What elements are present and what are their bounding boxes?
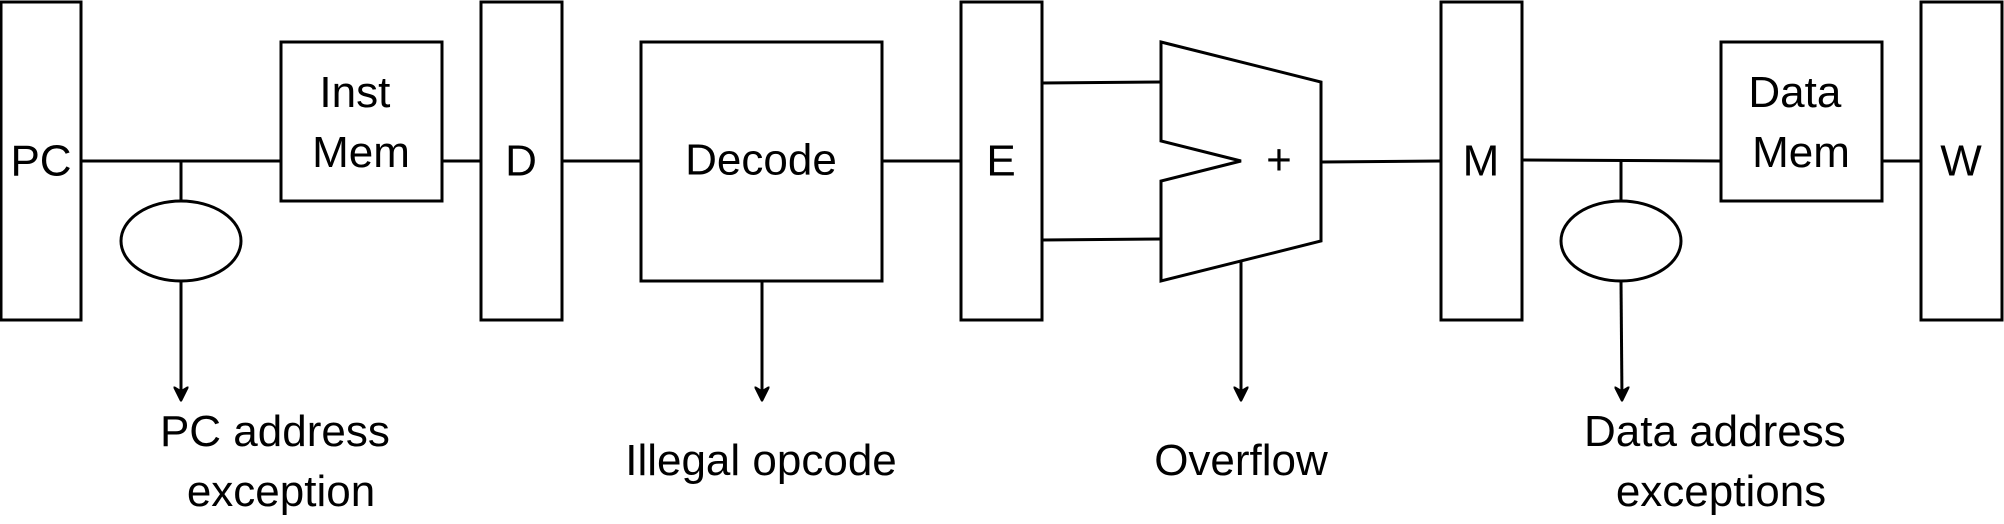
decode-block: Decode: [639, 40, 884, 283]
w-register: W: [1919, 0, 2004, 322]
m-register-label: M: [1463, 137, 1500, 186]
w-register-label: W: [1940, 137, 1982, 186]
data-mem-label-line2: Mem: [1752, 128, 1850, 177]
d-register-label: D: [505, 137, 537, 186]
svg-text:Data Mem: Data Mem: [1748, 68, 1853, 177]
wire-e-to-adder-bottom: [1041, 237, 1162, 242]
data-mem-label-line1: Data: [1748, 68, 1841, 117]
wire-adder-to-m: [1321, 159, 1442, 164]
inst-mem-label-line2: Mem: [312, 128, 410, 177]
data-address-check: [1559, 161, 1683, 400]
adder-shape: [1159, 40, 1323, 283]
overflow-caption: Overflow: [1154, 436, 1328, 485]
pc-register: PC: [0, 0, 83, 322]
wire-m-to-data-mem: [1521, 158, 1722, 163]
pc-address-exception-line1: PC address: [160, 407, 390, 456]
data-address-checker: [1559, 199, 1683, 283]
m-register: M: [1439, 0, 1524, 322]
wire-e-to-adder-top: [1041, 80, 1162, 85]
e-register-label: E: [986, 137, 1015, 186]
decode-label: Decode: [685, 136, 837, 185]
pc-register-label: PC: [10, 137, 71, 186]
adder-label: +: [1266, 136, 1292, 185]
inst-mem-label-line1: Inst: [319, 68, 390, 117]
pc-address-exception-line2: exception: [187, 467, 375, 516]
data-address-exceptions-line2: exceptions: [1616, 467, 1826, 516]
e-register: E: [959, 0, 1044, 322]
adder-block: +: [1159, 40, 1323, 283]
d-register: D: [479, 0, 564, 322]
data-address-exceptions-caption: Data address exceptions: [1584, 407, 1858, 516]
data-exception-arrow: [1621, 280, 1622, 400]
data-mem-block: Data Mem: [1719, 40, 1884, 203]
pc-address-checker: [119, 199, 243, 283]
pc-address-check: [119, 161, 243, 400]
svg-text:Inst Mem: Inst Mem: [312, 68, 410, 177]
pc-address-exception-caption: PC address exception: [160, 407, 402, 516]
illegal-opcode-caption: Illegal opcode: [625, 436, 897, 485]
inst-mem-block: Inst Mem: [279, 40, 444, 203]
data-address-exceptions-line1: Data address: [1584, 407, 1846, 456]
